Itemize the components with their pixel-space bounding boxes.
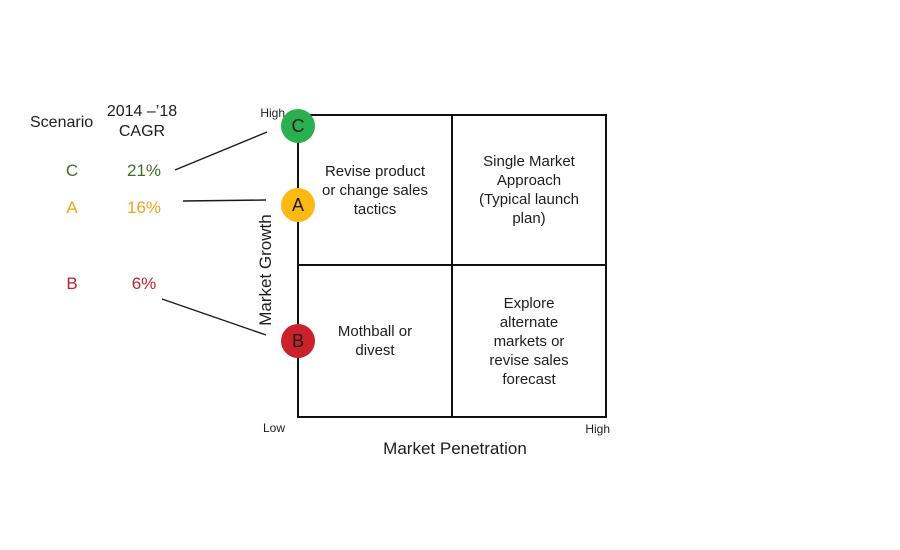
legend-row-scenario-a: A 16% [57, 198, 174, 218]
connector-line-a [182, 199, 267, 202]
quadrant-bottom-right: Explore alternate markets or revise sale… [489, 294, 569, 388]
scenario-b-cagr-value: 6% [131, 274, 157, 293]
cagr-column-header: 2014 –’18 CAGR [106, 103, 178, 140]
marker-scenario-c: C [281, 109, 315, 143]
matrix-vertical-divider [451, 116, 453, 416]
scenario-a-label: A [66, 198, 78, 217]
quadrant-bottom-left: Mothball or divest [337, 323, 413, 359]
matrix-horizontal-divider [299, 264, 605, 266]
y-axis-low-tick: Low [262, 421, 285, 435]
x-axis-high-tick: High [585, 422, 610, 436]
x-axis-title: Market Penetration [383, 439, 527, 458]
two-by-two-matrix: Revise product or change sales tactics S… [297, 114, 607, 418]
connector-line-c [174, 131, 268, 171]
scenario-column-header: Scenario [30, 114, 94, 131]
quadrant-top-right: Single Market Approach (Typical launch p… [478, 153, 580, 227]
y-axis-high-tick: High [260, 106, 285, 120]
marker-scenario-b: B [281, 324, 315, 358]
scenario-c-cagr-value: 21% [126, 161, 162, 180]
scenario-b-label: B [66, 274, 78, 293]
marker-scenario-a: A [281, 188, 315, 222]
connector-line-b [161, 298, 267, 336]
legend-row-scenario-c: C 21% [57, 161, 174, 181]
scenario-c-label: C [65, 161, 79, 180]
y-axis-title: Market Growth [256, 214, 275, 326]
quadrant-top-left: Revise product or change sales tactics [322, 162, 428, 218]
scenario-a-cagr-value: 16% [126, 198, 162, 217]
legend-row-scenario-b: B 6% [57, 274, 174, 294]
